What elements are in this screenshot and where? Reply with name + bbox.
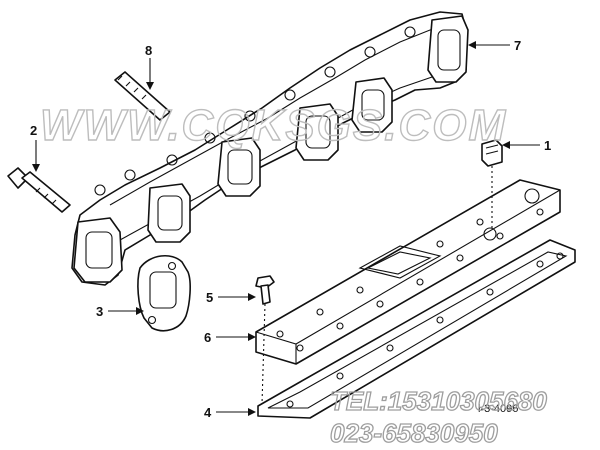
hex-screw bbox=[255, 275, 275, 305]
stud-bolt bbox=[114, 71, 171, 121]
exhaust-manifold bbox=[71, 11, 469, 286]
cover-plate bbox=[255, 179, 561, 365]
callout-labels: 1 2 3 4 5 6 7 8 bbox=[30, 38, 551, 420]
callout-5: 5 bbox=[206, 290, 213, 305]
watermark-tel: TEL:15310305680 bbox=[330, 386, 547, 416]
callout-4: 4 bbox=[204, 405, 212, 420]
drawing-number: l-3-4096 bbox=[478, 403, 518, 415]
callout-2: 2 bbox=[30, 123, 37, 138]
callout-1: 1 bbox=[544, 138, 551, 153]
callout-6: 6 bbox=[204, 330, 211, 345]
leader-lines bbox=[32, 41, 540, 416]
callout-8: 8 bbox=[145, 43, 152, 58]
watermark-site: WWW.CQKSGS.COM bbox=[40, 101, 507, 150]
watermark-phone: 023-65830950 bbox=[330, 418, 498, 448]
pipe-plug bbox=[481, 139, 503, 167]
cap-screw bbox=[7, 167, 71, 213]
manifold-gasket bbox=[137, 255, 191, 332]
callout-7: 7 bbox=[514, 38, 521, 53]
cover-gasket bbox=[257, 239, 576, 419]
watermark: WWW.CQKSGS.COM TEL:15310305680 023-65830… bbox=[39, 100, 548, 448]
callout-3: 3 bbox=[96, 304, 103, 319]
